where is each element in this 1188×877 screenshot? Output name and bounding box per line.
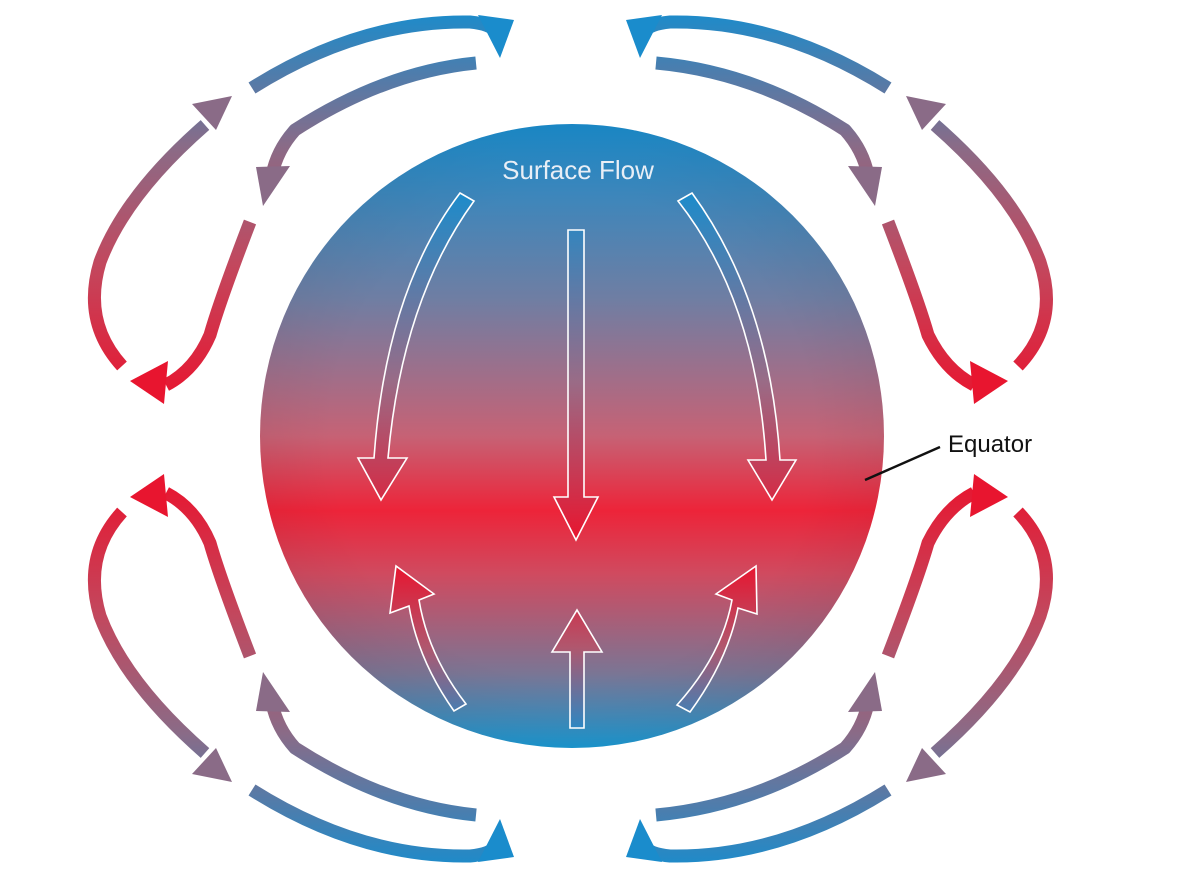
arrowhead-tr-upper-right	[906, 96, 946, 130]
surface-flow-arrows	[356, 191, 798, 729]
arrowhead-bl-bottom	[478, 819, 514, 862]
arrowhead-bl-inner	[256, 672, 290, 712]
arrowhead-tl-top	[478, 15, 514, 58]
surface-arrow-bottom-left	[389, 564, 468, 713]
arrowhead-bl-lower-left	[192, 748, 232, 782]
surface-arrow-bottom-center	[550, 608, 604, 729]
equator-label: Equator	[948, 431, 1032, 458]
arrowhead-tl-upper-left	[192, 96, 232, 130]
arrowhead-br-inner	[848, 672, 882, 712]
arrowhead-br-top	[970, 474, 1008, 517]
arrowhead-br-bottom	[626, 819, 662, 862]
equator-leader-line	[864, 445, 941, 482]
surface-arrow-top-left	[356, 191, 476, 502]
circulation-cell-top-right	[636, 15, 1053, 391]
arrowhead-bl-top	[130, 474, 168, 517]
arrowhead-tr-bottom	[970, 361, 1008, 404]
surface-arrow-top-center	[552, 229, 600, 542]
arrowheads-outer	[130, 15, 1008, 862]
arrowhead-tl-bottom	[130, 361, 168, 404]
surface-arrow-bottom-right	[675, 564, 758, 714]
surface-arrow-top-right	[676, 191, 798, 502]
surface-flow-label: Surface Flow	[502, 155, 654, 185]
arrowhead-tr-inner	[848, 166, 882, 206]
arrowhead-br-lower-right	[906, 748, 946, 782]
arrowhead-tr-top	[626, 15, 662, 58]
arrowhead-tl-inner	[256, 166, 290, 206]
circulation-cell-top-left	[87, 15, 504, 391]
